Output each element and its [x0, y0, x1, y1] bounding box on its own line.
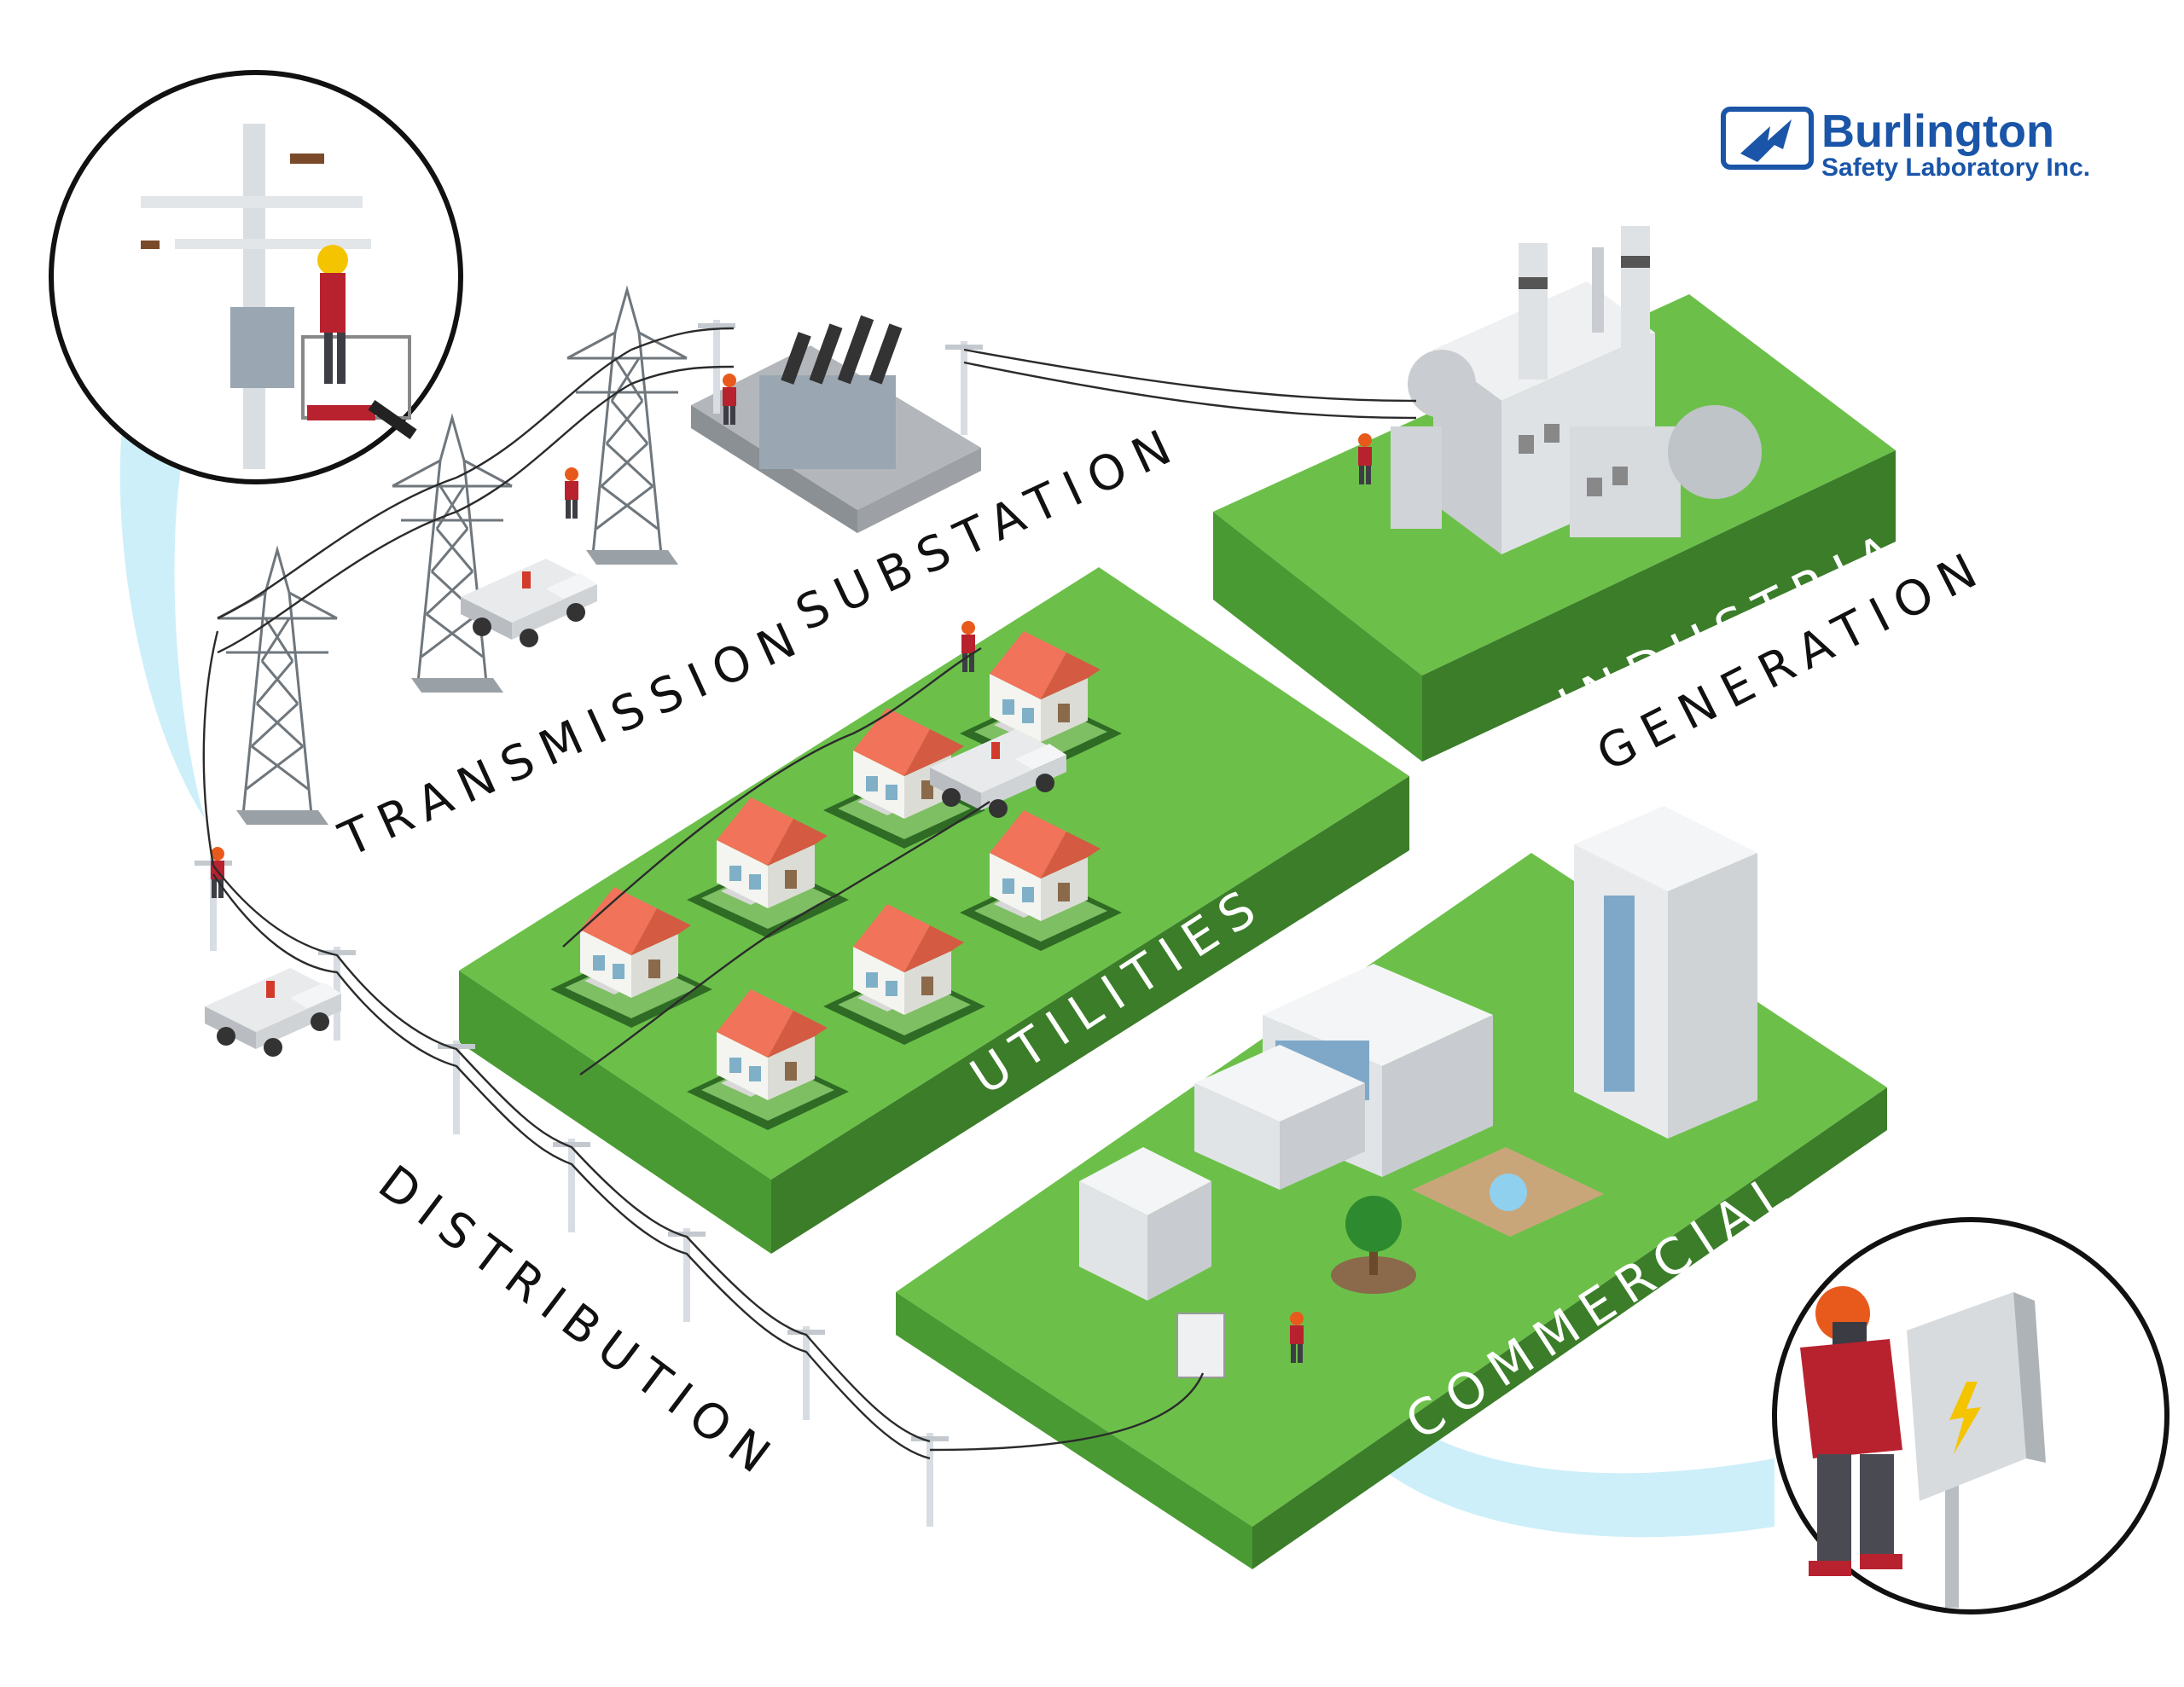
substation: [691, 315, 983, 533]
tree-icon: [1331, 1196, 1416, 1294]
lineman-icon: [320, 273, 346, 333]
utilities-platform: [459, 567, 1409, 1254]
transformer-icon: [230, 307, 294, 388]
brand-subtitle: Safety Laboratory Inc.: [1821, 154, 2090, 182]
callout-glow: [119, 362, 205, 819]
transformer-icon: [759, 315, 903, 469]
office-building-icon: [1194, 1045, 1365, 1190]
commercial-platform: [896, 806, 1887, 1569]
company-logo: Burlington Safety Laboratory Inc.: [1721, 106, 2090, 182]
generation-platform: [1213, 226, 1896, 762]
office-building-icon: [1079, 1147, 1211, 1301]
lightning-bolt-icon: [1949, 1382, 1981, 1454]
lineman-icon: [1800, 1339, 1902, 1458]
electric-meter-icon: [1176, 1313, 1225, 1378]
power-lines: [202, 327, 1417, 1460]
fountain-icon: [1412, 1147, 1604, 1237]
callout-glow: [1327, 1386, 1774, 1538]
panel-work-callout: [1772, 1217, 2169, 1615]
pole-work-callout: [49, 70, 463, 484]
brand-name: Burlington: [1821, 106, 2054, 157]
factory-icon: [1391, 226, 1762, 554]
office-building-icon: [1574, 806, 1757, 1139]
